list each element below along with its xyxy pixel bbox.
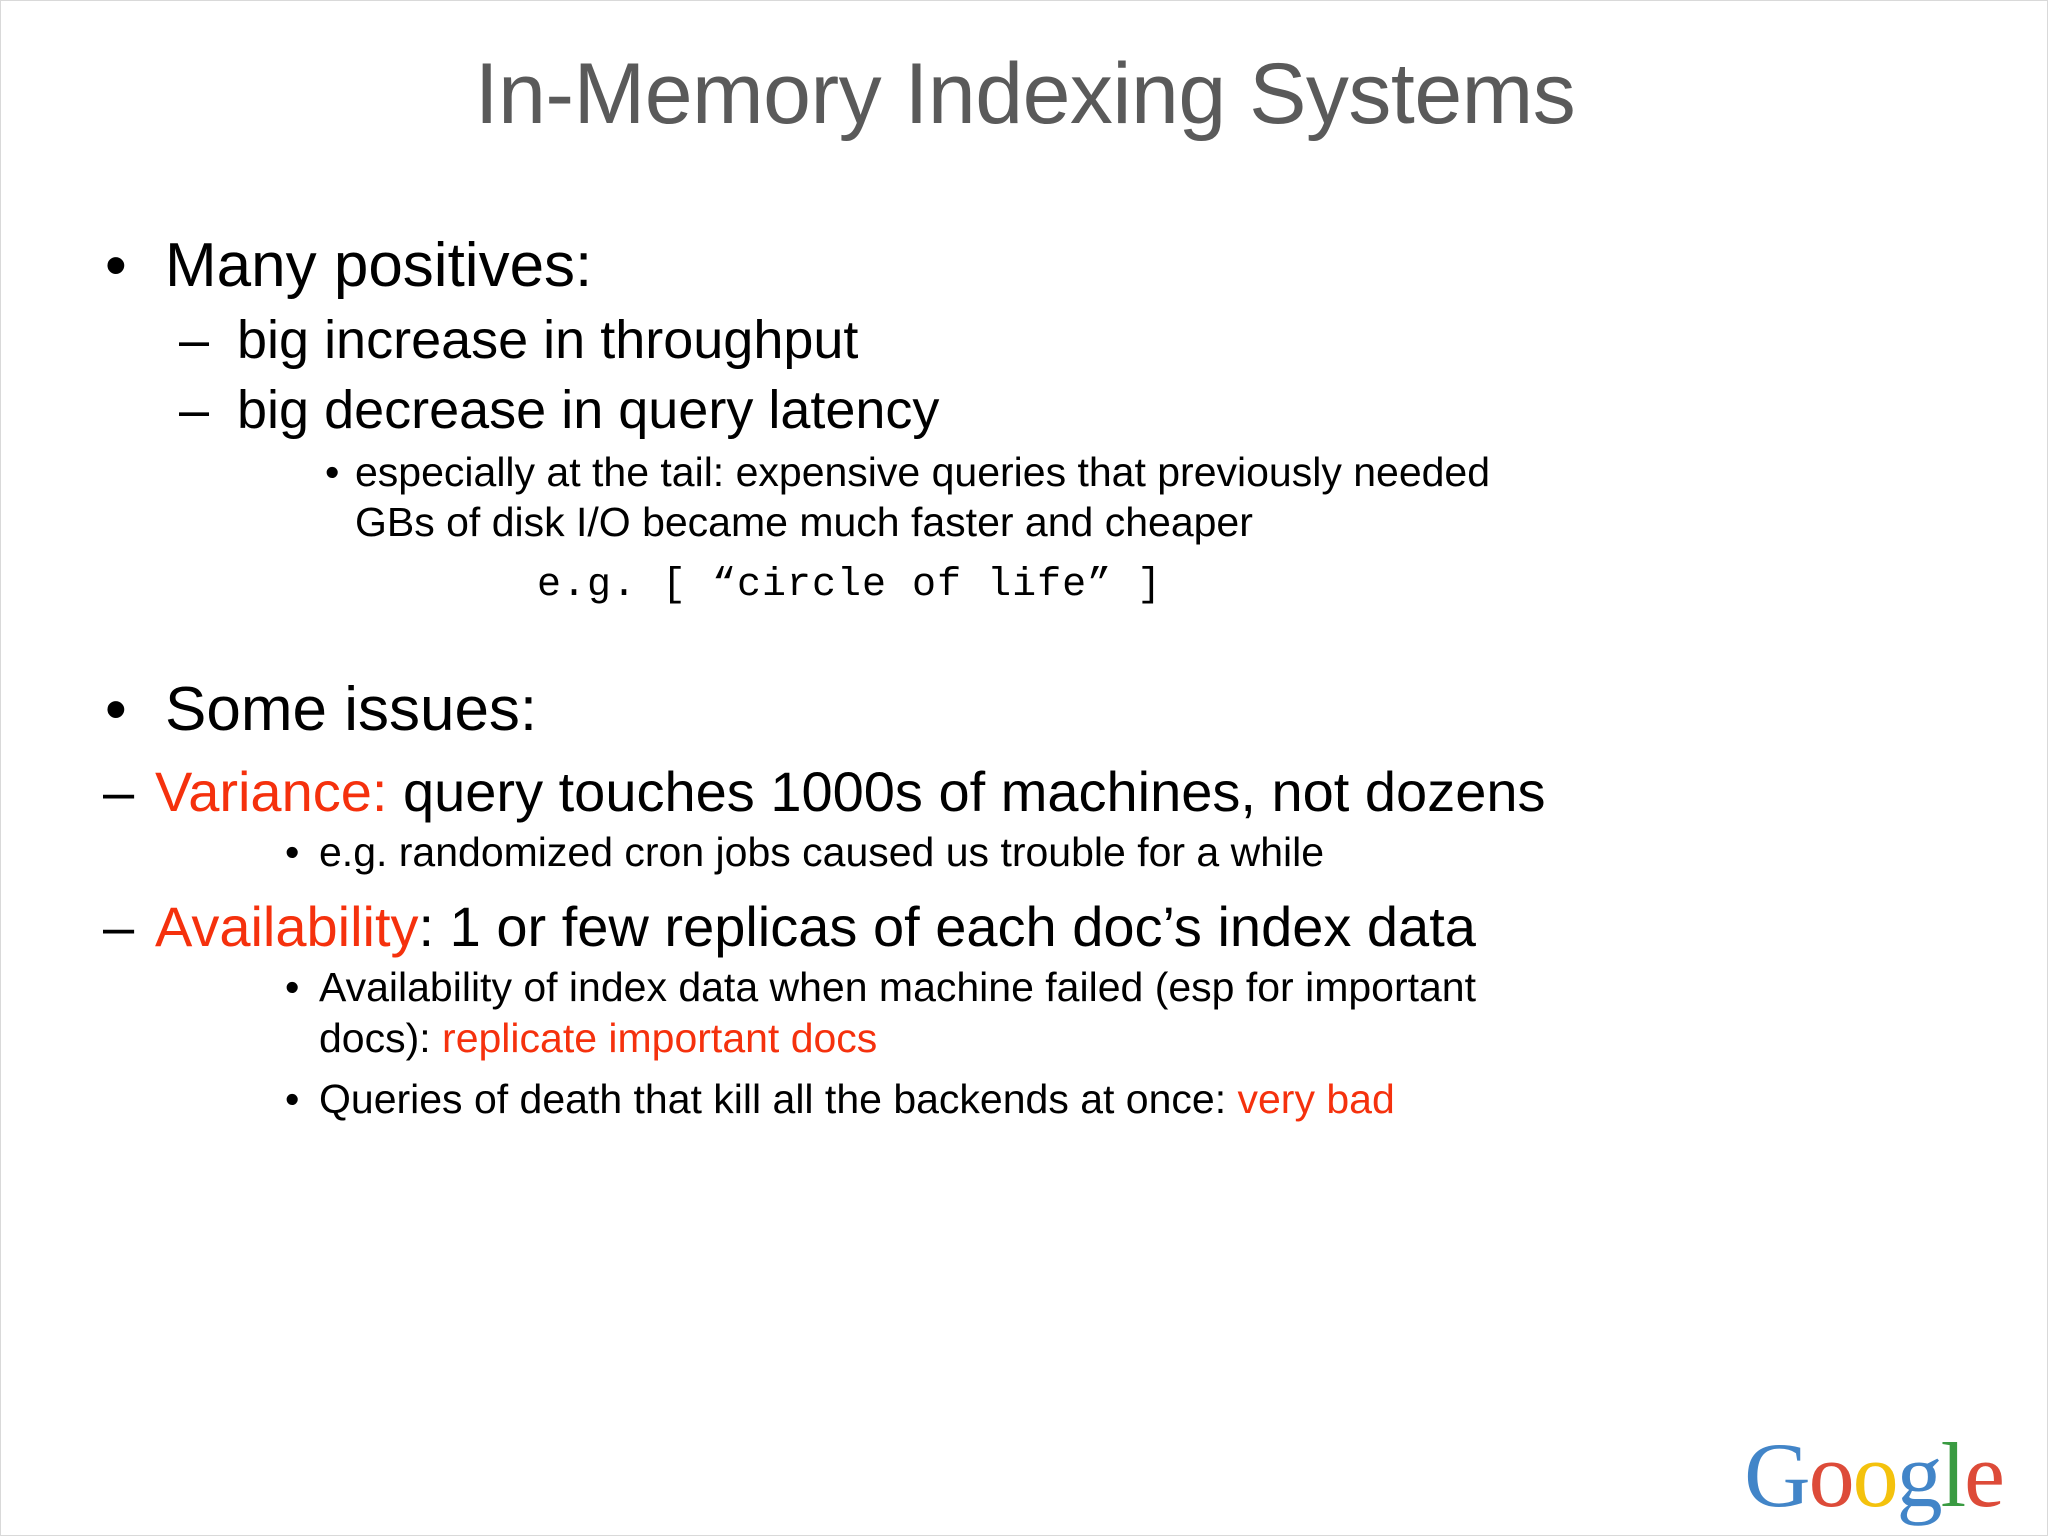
logo-letter-o-2: o <box>1852 1424 1899 1526</box>
logo-letter-l: l <box>1940 1424 1967 1526</box>
bullet-tail-note-line1: especially at the tail: expensive querie… <box>355 448 1491 495</box>
bullet-variance-sub: • e.g. randomized cron jobs caused us tr… <box>97 828 1977 877</box>
bullet-dot-small-icon: • <box>285 1075 300 1122</box>
google-logo: Google <box>1744 1429 2005 1521</box>
bullet-variance: – Variance: query touches 1000s of machi… <box>97 758 1977 826</box>
bullet-queries-of-death: • Queries of death that kill all the bac… <box>97 1075 1977 1124</box>
logo-letter-g-1: G <box>1744 1424 1810 1526</box>
bullet-availability-sub: • Availability of index data when machin… <box>97 963 1977 1012</box>
page-title: In-Memory Indexing Systems <box>474 46 1576 142</box>
bullet-dot-small-icon: • <box>285 829 300 876</box>
bullet-dash-icon: – <box>179 380 210 441</box>
availability-sub-line2-red: replicate important docs <box>442 1015 878 1061</box>
bullet-big-increase-label: big increase in throughput <box>237 310 859 371</box>
section-spacer <box>97 611 1977 673</box>
bullet-dot-icon: • <box>105 231 127 300</box>
bullet-dot-small-icon: • <box>325 448 340 495</box>
bullet-big-increase: – big increase in throughput <box>97 308 1977 374</box>
bullet-big-decrease: – big decrease in query latency <box>97 378 1977 444</box>
queries-of-death-black: Queries of death that kill all the backe… <box>319 1075 1238 1122</box>
bullet-dot-icon: • <box>105 674 127 744</box>
bullet-many-positives: • Many positives: <box>97 229 1977 302</box>
bullet-big-decrease-label: big decrease in query latency <box>237 380 940 441</box>
bullet-many-positives-label: Many positives: <box>165 231 593 300</box>
logo-letter-g-2: g <box>1896 1424 1943 1526</box>
bullet-availability-sub-continuation: docs): replicate important docs <box>97 1014 1977 1063</box>
logo-letter-o-1: o <box>1808 1424 1855 1526</box>
bullet-tail-note-continuation: GBs of disk I/O became much faster and c… <box>97 498 1977 546</box>
availability-sub-line1: Availability of index data when machine … <box>319 964 1476 1011</box>
code-example: e.g. [ “circle of life” ] <box>537 562 1163 608</box>
availability-text: : 1 or few replicas of each doc’s index … <box>418 894 1476 958</box>
availability-label: Availability <box>155 894 419 958</box>
availability-sub-line2-black: docs): <box>319 1015 443 1061</box>
variance-label: Variance: <box>155 759 388 823</box>
logo-letter-e: e <box>1964 1424 2005 1526</box>
bullet-dash-icon: – <box>179 310 210 371</box>
queries-of-death-red: very bad <box>1237 1075 1395 1122</box>
bullet-dash-icon: – <box>103 759 135 823</box>
bullet-some-issues: • Some issues: <box>97 673 1977 746</box>
bullet-availability: – Availability: 1 or few replicas of eac… <box>97 893 1977 961</box>
slide-body: • Many positives: – big increase in thro… <box>97 229 1977 1126</box>
bullet-some-issues-label: Some issues: <box>165 674 538 744</box>
variance-sub-label: e.g. randomized cron jobs caused us trou… <box>319 829 1325 876</box>
variance-text: query touches 1000s of machines, not doz… <box>387 759 1546 823</box>
bullet-dash-icon: – <box>103 894 135 958</box>
bullet-tail-note-line2: GBs of disk I/O became much faster and c… <box>355 499 1253 546</box>
bullet-tail-note: • especially at the tail: expensive quer… <box>97 448 1977 496</box>
bullet-dot-small-icon: • <box>285 964 300 1011</box>
